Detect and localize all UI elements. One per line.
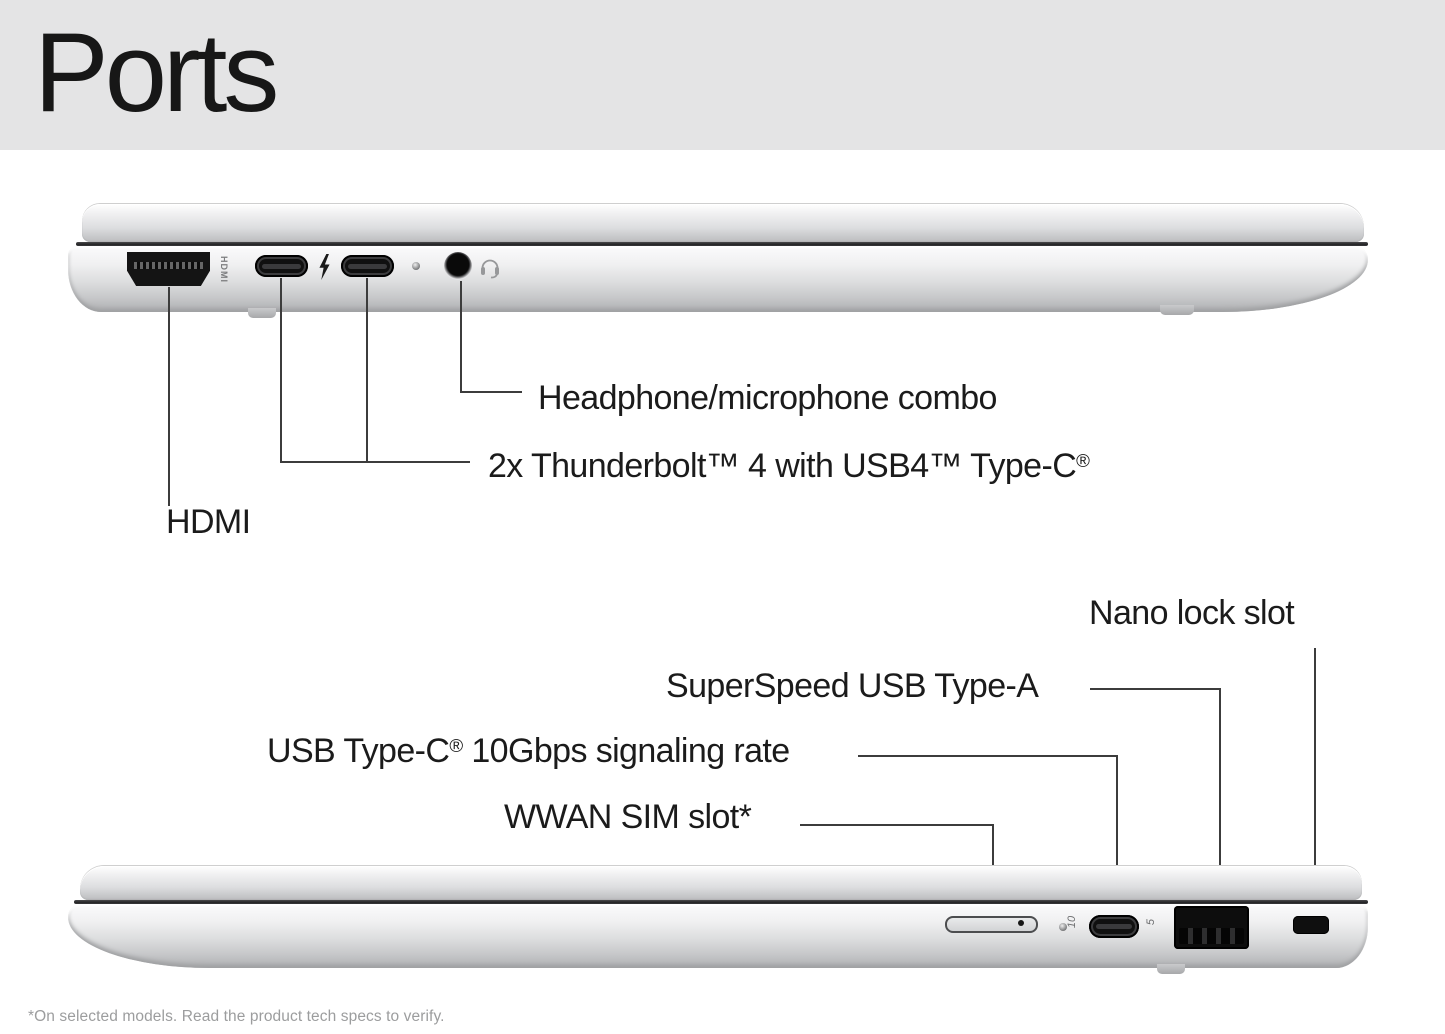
label-superspeed-usb-a: SuperSpeed USB Type-A [666, 667, 1039, 705]
laptop-base [68, 904, 1368, 968]
usb-10gbps-icon: 10 [1066, 915, 1079, 929]
laptop-hinge-seam [74, 900, 1368, 904]
label-usb-c-10gbps: USB Type-C® 10Gbps signaling rate [267, 732, 790, 770]
hdmi-chassis-print: HDMI [219, 255, 229, 283]
nano-lock-slot-port [1293, 916, 1329, 934]
laptop-lid [82, 204, 1364, 242]
superspeed-usb-a-port [1174, 906, 1249, 949]
usbc-tongue [348, 263, 387, 269]
callout-line-nano-lock [1314, 648, 1316, 916]
wwan-sim-slot-port [945, 916, 1038, 933]
laptop-left-side-view: HDMI [68, 204, 1368, 322]
callout-line-hdmi [168, 287, 170, 506]
callout-line-usba-v [1219, 688, 1221, 908]
page-title: Ports [34, 10, 279, 135]
hdmi-pins [134, 262, 203, 269]
headphone-jack-port [444, 252, 472, 280]
status-led [1059, 923, 1067, 931]
callout-line-usba-h [1090, 688, 1221, 690]
callout-line-thunderbolt-1 [280, 278, 282, 463]
usbc-tongue [1096, 924, 1132, 930]
usb-5gbps-icon: 5 [1145, 918, 1158, 926]
status-led [412, 262, 420, 270]
usb-a-contacts [1179, 927, 1244, 944]
label-nano-lock-slot: Nano lock slot [1089, 594, 1295, 632]
rubber-foot [248, 308, 276, 318]
label-wwan-sim-slot: WWAN SIM slot* [504, 798, 752, 836]
laptop-lid [80, 866, 1362, 900]
usbc-tongue [262, 263, 301, 269]
callout-line-thunderbolt-2 [366, 278, 368, 463]
sim-eject-hole [1018, 920, 1024, 926]
callout-line-headphone-v [460, 281, 462, 393]
callout-line-wwan-h [800, 824, 994, 826]
usb-c-port [1089, 915, 1139, 938]
rubber-foot [1160, 305, 1194, 315]
callout-line-usbc-h [858, 755, 1118, 757]
thunderbolt-usbc-port-1 [255, 255, 308, 277]
hdmi-port [127, 252, 210, 286]
label-thunderbolt: 2x Thunderbolt™ 4 with USB4™ Type-C® [488, 447, 1090, 485]
laptop-right-side-view: 10 5 [68, 866, 1368, 980]
headset-icon [478, 254, 502, 280]
header-band: Ports [0, 0, 1445, 150]
laptop-hinge-seam [76, 242, 1368, 246]
rubber-foot [1157, 964, 1185, 974]
callout-line-headphone-h [460, 391, 522, 393]
label-headphone-combo: Headphone/microphone combo [538, 379, 997, 417]
thunderbolt-icon [318, 254, 331, 280]
footnote: *On selected models. Read the product te… [28, 1008, 445, 1025]
callout-line-thunderbolt-h [280, 461, 470, 463]
thunderbolt-usbc-port-2 [341, 255, 394, 277]
callout-line-usbc-v [1116, 755, 1118, 915]
label-hdmi: HDMI [166, 503, 251, 541]
